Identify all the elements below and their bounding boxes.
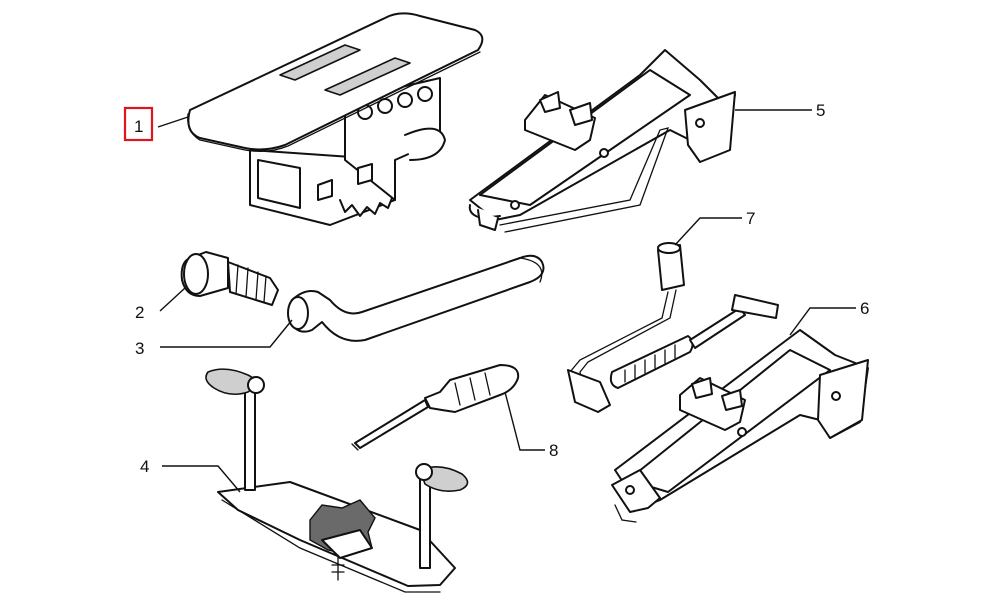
part-7-jack-crank (567, 242, 779, 413)
leader-line-3 (160, 319, 293, 348)
callout-4[interactable]: 4 (140, 457, 149, 476)
part-3-wheel-brace (287, 254, 545, 342)
callouts: 1 2 3 4 5 6 7 8 (123, 101, 869, 476)
callout-2[interactable]: 2 (135, 303, 144, 322)
part-8-screwdriver (351, 364, 520, 451)
callout-1[interactable]: 1 (134, 117, 143, 136)
callout-5[interactable]: 5 (816, 101, 825, 120)
leader-lines (157, 109, 856, 493)
leader-line-4 (162, 465, 241, 493)
leader-line-2 (159, 287, 186, 312)
callout-3[interactable]: 3 (135, 339, 144, 358)
callout-7[interactable]: 7 (746, 209, 755, 228)
callout-8[interactable]: 8 (549, 441, 558, 460)
leader-line-7 (674, 217, 742, 246)
part-5-scissor-jack (468, 49, 736, 233)
selected-callout-highlight (123, 106, 154, 142)
leader-line-6 (789, 307, 856, 336)
part-1-tool-tray (187, 12, 484, 226)
part-4-bracket (205, 368, 469, 593)
leader-line-1 (157, 116, 189, 128)
leader-line-8 (504, 391, 545, 451)
callout-6[interactable]: 6 (860, 299, 869, 318)
part-2-socket (180, 251, 279, 306)
part-6-scissor-jack (611, 329, 869, 523)
